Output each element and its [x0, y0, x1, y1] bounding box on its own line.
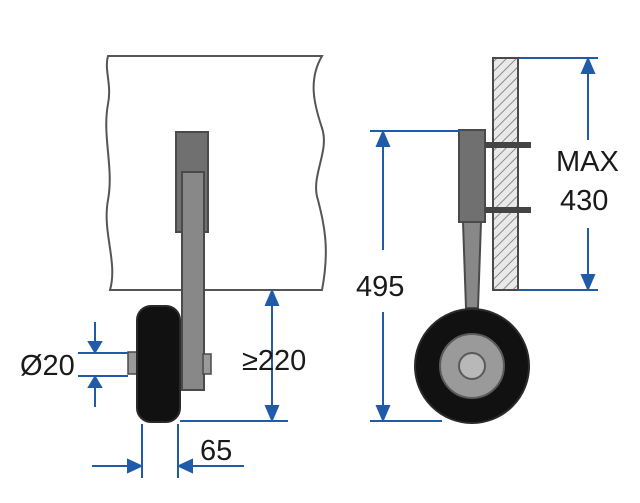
max-transom-dimension	[519, 56, 598, 292]
axle-diameter-label: Ø20	[20, 350, 75, 382]
transom-section	[105, 55, 327, 291]
transom-board	[492, 57, 519, 291]
side-leg	[461, 221, 483, 309]
wheel-offset-dimension	[92, 424, 244, 478]
wheel-axle-cap	[458, 352, 486, 380]
side-bracket	[458, 129, 486, 223]
total-height-label: 495	[356, 271, 404, 303]
total-height-dimension	[370, 129, 460, 423]
ground-clearance-label: ≥220	[242, 345, 306, 377]
max-transom-label-line2: 430	[560, 185, 608, 217]
axle-nut	[202, 353, 212, 375]
wheel-front	[136, 305, 181, 423]
side-view: 495 MAX 430	[356, 56, 619, 424]
ground-clearance-dimension	[180, 288, 288, 423]
wheel-leg	[181, 171, 205, 391]
axle-diameter-dimension	[78, 322, 128, 407]
wheel-offset-label: 65	[200, 435, 232, 467]
clamp-screw-lower	[485, 207, 531, 213]
max-transom-label-line1: MAX	[556, 146, 619, 178]
clamp-screw-upper	[485, 142, 531, 148]
front-view: Ø20 ≥220 65	[20, 55, 327, 478]
